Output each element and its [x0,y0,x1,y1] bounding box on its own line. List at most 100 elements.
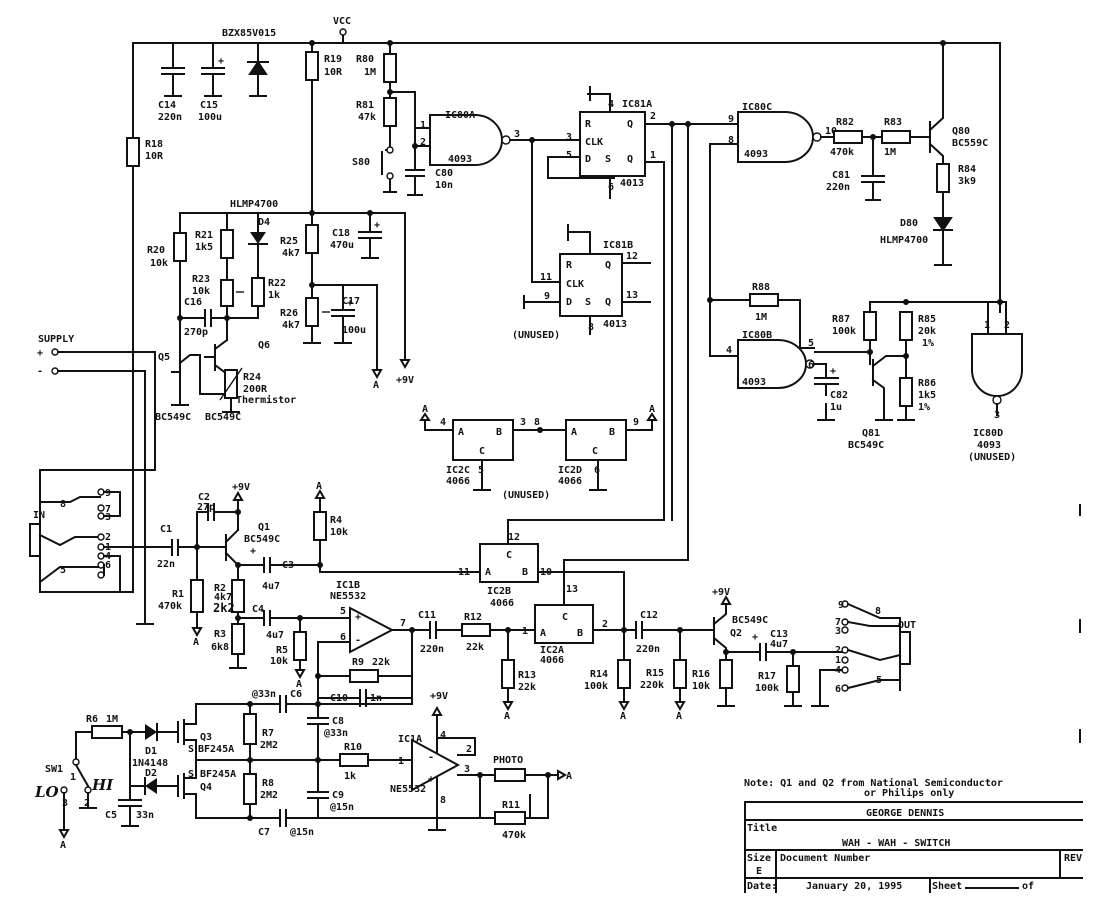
svg-text:R87: R87 [832,314,850,325]
svg-text:9: 9 [633,417,639,428]
svg-text:+: + [752,632,758,643]
svg-text:+9V: +9V [430,691,448,702]
svg-text:4u7: 4u7 [266,630,284,641]
svg-text:C81: C81 [832,170,850,181]
svg-text:(UNUSED): (UNUSED) [968,452,1016,463]
svg-text:BC549C: BC549C [155,412,191,423]
svg-text:22k: 22k [466,642,484,653]
svg-text:R4: R4 [330,515,342,526]
svg-text:12: 12 [626,251,638,262]
svg-text:BZX85V015: BZX85V015 [222,28,276,39]
title-block: GEORGE DENNIS Title WAH - WAH - SWITCH S… [744,801,1083,893]
svg-text:4093: 4093 [742,377,766,388]
svg-text:Q: Q [627,119,633,130]
svg-text:@33n: @33n [252,689,276,700]
svg-text:4u7: 4u7 [262,581,280,592]
svg-text:D1: D1 [145,746,157,757]
svg-text:8: 8 [60,499,66,510]
svg-text:R9: R9 [352,657,364,668]
svg-text:1k5: 1k5 [918,390,936,401]
svg-text:10k: 10k [192,286,210,297]
svg-text:4k7: 4k7 [214,592,232,603]
bypass-caps-top: C14 220n + C15 100u BZX85V015 [158,28,276,123]
svg-text:47k: 47k [358,112,376,123]
svg-text:S: S [188,769,194,780]
svg-text:4k7: 4k7 [282,320,300,331]
svg-text:12: 12 [508,532,520,543]
svg-text:1k5: 1k5 [195,242,213,253]
svg-text:2: 2 [835,645,841,656]
svg-text:+: + [347,298,353,309]
svg-text:4066: 4066 [540,655,564,666]
svg-text:C12: C12 [640,610,658,621]
svg-text:10k: 10k [150,258,168,269]
svg-text:8: 8 [440,795,446,806]
svg-text:A: A [296,679,302,690]
svg-text:Q3: Q3 [200,732,212,743]
svg-text:R85: R85 [918,314,936,325]
svg-text:3: 3 [514,129,520,140]
svg-text:R5: R5 [276,645,288,656]
output-jack: OUT 9 73 21 46 85 [811,600,916,707]
svg-text:6: 6 [808,360,814,371]
svg-text:IC80C: IC80C [742,102,772,113]
svg-text:R12: R12 [464,612,482,623]
svg-text:R17: R17 [758,671,776,682]
author: GEORGE DENNIS [866,808,944,819]
ic1b-opamp: +- 56 IC1B NE5532 7 R9 22k C10 1n C11 22… [315,580,536,722]
svg-text:10R: 10R [324,67,343,78]
svg-text:R83: R83 [884,117,902,128]
svg-text:D80: D80 [900,218,918,229]
svg-text:Title: Title [747,822,777,834]
svg-text:4: 4 [440,417,446,428]
svg-text:BC559C: BC559C [952,138,988,149]
svg-text:C: C [562,612,568,623]
svg-text:1M: 1M [106,714,118,725]
svg-text:C1: C1 [160,524,172,535]
svg-text:E: E [756,866,762,877]
svg-text:C8: C8 [332,716,344,727]
output-stage: C12 220n R15 220k A +9V BC549C Q2 R16 10… [635,587,843,722]
svg-text:C80: C80 [435,168,453,179]
svg-text:2: 2 [1004,320,1010,331]
svg-text:R13: R13 [518,670,536,681]
svg-text:8: 8 [588,322,594,333]
svg-text:8: 8 [534,417,540,428]
svg-text:100u: 100u [342,325,366,336]
svg-text:R86: R86 [918,378,936,389]
svg-text:C14: C14 [158,100,176,111]
svg-text:R10: R10 [344,742,362,753]
svg-text:1%: 1% [922,338,934,349]
svg-text:A: A [566,771,572,782]
svg-text:2: 2 [105,532,111,543]
svg-text:470u: 470u [330,240,354,251]
svg-text:IC1B: IC1B [336,580,360,591]
svg-text:2: 2 [466,744,472,755]
svg-text:470k: 470k [158,601,182,612]
note-block: Note: Q1 and Q2 from National Semiconduc… [744,777,1003,799]
svg-text:4093: 4093 [744,149,768,160]
svg-text:4: 4 [440,730,446,741]
svg-text:1M: 1M [884,147,896,158]
svg-text:4066: 4066 [558,476,582,487]
svg-text:A: A [373,380,379,391]
svg-text:A: A [193,637,199,648]
svg-text:BC549C: BC549C [244,534,280,545]
svg-text:Document Number: Document Number [780,853,870,864]
svg-text:@15n: @15n [290,827,314,838]
svg-text:(UNUSED): (UNUSED) [502,490,550,501]
svg-text:Q: Q [605,260,611,271]
svg-text:4093: 4093 [977,440,1001,451]
svg-text:C7: C7 [258,827,270,838]
svg-text:3: 3 [994,410,1000,421]
svg-text:1: 1 [835,655,841,666]
svg-text:CLK: CLK [585,137,603,148]
svg-text:C: C [506,550,512,561]
svg-text:22k: 22k [372,657,390,668]
svg-text:8: 8 [875,606,881,617]
svg-text:R25: R25 [280,236,298,247]
svg-text:2M2: 2M2 [260,790,278,801]
svg-text:220n: 220n [420,644,444,655]
svg-text:A: A [649,404,655,415]
